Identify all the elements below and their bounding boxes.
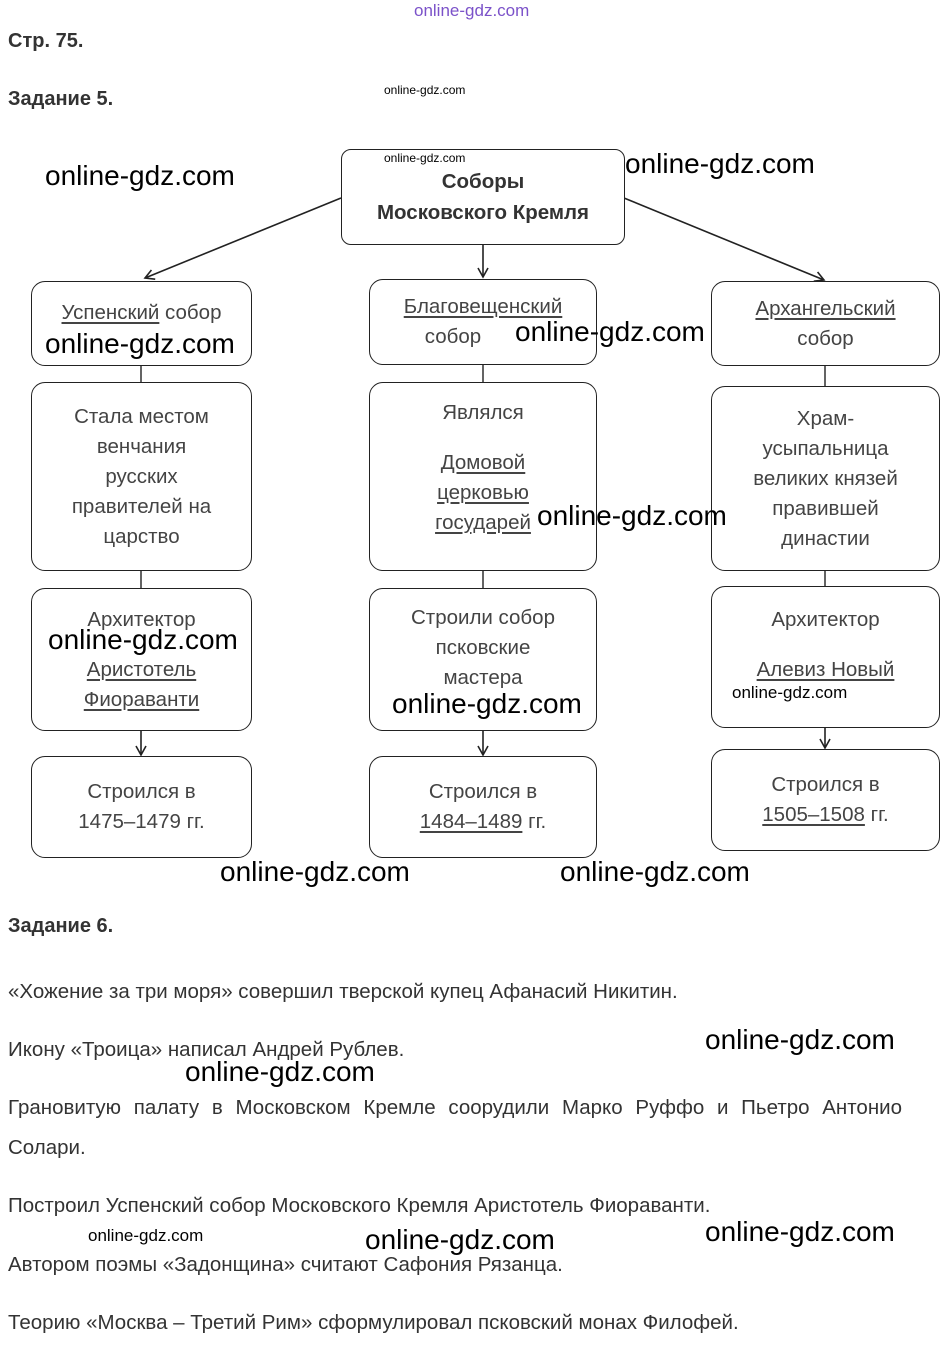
- watermark: online-gdz.com: [392, 688, 582, 719]
- watermark: online-gdz.com: [537, 500, 727, 531]
- watermark: online-gdz.com: [560, 856, 750, 887]
- task6-title: Задание 6.: [8, 915, 114, 937]
- page-label: Стр. 75.: [8, 30, 84, 52]
- arkhangelsky-fact-line: усыпальница: [762, 436, 889, 460]
- watermark: online-gdz.com: [88, 1226, 204, 1245]
- blagoveshchensky-builders-line: Строили собор: [411, 606, 555, 629]
- uspensky-fact-line: русских: [105, 464, 178, 488]
- uspensky-fact-line: царство: [103, 524, 180, 548]
- uspensky-built-prefix: Строился в: [87, 780, 196, 803]
- arkhangelsky-built-box: Строился в 1505–1508 гг.: [711, 749, 940, 851]
- uspensky-fact-line: венчания: [96, 434, 187, 458]
- watermark: online-gdz.com: [705, 1024, 895, 1055]
- task6-line: «Хожение за три моря» совершил тверской …: [8, 980, 678, 1003]
- arkhangelsky-built-prefix: Строился в: [771, 773, 880, 796]
- arkhangelsky-fact-line: правившей: [772, 496, 879, 520]
- blagoveshchensky-fact-line: государей: [435, 511, 531, 534]
- task6-line: Теорию «Москва – Третий Рим» сформулиров…: [8, 1311, 739, 1334]
- blagoveshchensky-fact-box: Являлся Домовой церковью государей: [369, 382, 597, 571]
- task6-line: Построил Успенский собор Московского Кре…: [8, 1194, 711, 1217]
- uspensky-architect-name: Аристотель: [86, 657, 197, 681]
- blagoveshchensky-name: Благовещенский: [403, 295, 563, 318]
- blagoveshchensky-built-years: 1484–1489: [419, 810, 523, 833]
- blagoveshchensky-fact-line: Домовой: [440, 451, 526, 474]
- uspensky-built-box: Строился в 1475–1479 гг.: [31, 756, 252, 858]
- root-box-kremlin-cathedrals: Соборы Московского Кремля: [341, 149, 625, 245]
- blagoveshchensky-builders-line: мастера: [443, 666, 523, 689]
- task6-line: Автором поэмы «Задонщина» считают Сафони…: [8, 1253, 563, 1276]
- uspensky-fact-line: правителей на: [71, 494, 212, 518]
- watermark: online-gdz.com: [705, 1216, 895, 1247]
- blagoveshchensky-built-box: Строился в 1484–1489 гг.: [369, 756, 597, 858]
- blagoveshchensky-built-prefix: Строился в: [428, 780, 538, 803]
- arkhangelsky-built-suffix: гг.: [864, 803, 889, 826]
- watermark: online-gdz.com: [384, 83, 466, 97]
- arkhangelsky-architect-label: Архитектор: [771, 608, 880, 631]
- blagoveshchensky-built-suffix: гг.: [522, 810, 547, 833]
- arkhangelsky-name: Архангельский: [755, 296, 896, 320]
- top-watermark: online-gdz.com: [414, 1, 530, 20]
- arkhangelsky-name-suffix: собор: [797, 326, 854, 350]
- arkhangelsky-fact-box: Храм- усыпальница великих князей правивш…: [711, 386, 940, 571]
- diagram-connectors: [135, 197, 831, 757]
- arkhangelsky-built-years: 1505–1508: [762, 803, 865, 826]
- watermark: online-gdz.com: [365, 1224, 555, 1255]
- task5-title: Задание 5.: [8, 88, 114, 110]
- arkhangelsky-architect-name: Алевиз Новый: [756, 658, 895, 681]
- blagoveshchensky-builders-box: Строили собор псковские мастера: [369, 588, 597, 731]
- uspensky-name-suffix: собор: [159, 301, 222, 324]
- task6-line: Грановитую палату в Московском Кремле со…: [8, 1096, 902, 1159]
- uspensky-fact-box: Стала местом венчания русских правителей…: [31, 382, 252, 571]
- watermark: online-gdz.com: [45, 328, 235, 359]
- arkhangelsky-name-box: Архангельский собор: [711, 281, 940, 366]
- uspensky-name: Успенский: [61, 301, 160, 324]
- arkhangelsky-fact-line: династии: [781, 526, 870, 550]
- root-title-line2: Московского Кремля: [376, 201, 590, 224]
- watermark: online-gdz.com: [45, 160, 235, 191]
- watermark: online-gdz.com: [732, 683, 848, 702]
- watermark: online-gdz.com: [48, 624, 238, 655]
- uspensky-architect-box: Архитектор Аристотель Фиораванти: [31, 588, 252, 731]
- arkhangelsky-fact-line: великих князей: [753, 466, 898, 490]
- watermark: online-gdz.com: [625, 148, 815, 179]
- uspensky-built-years: 1475–1479 гг.: [78, 810, 205, 833]
- watermark: online-gdz.com: [384, 151, 466, 165]
- watermark: online-gdz.com: [185, 1056, 375, 1087]
- uspensky-architect-label: Архитектор: [87, 607, 196, 631]
- blagoveshchensky-name-box: Благовещенский собор: [369, 279, 597, 365]
- uspensky-name-box: Успенский собор: [31, 281, 252, 366]
- task6-line: Икону «Троица» написал Андрей Рублев.: [8, 1038, 405, 1061]
- arkhangelsky-architect-box: Архитектор Алевиз Новый: [711, 586, 940, 728]
- blagoveshchensky-fact-line: церковью: [437, 481, 529, 504]
- blagoveshchensky-builders-line: псковские: [435, 636, 531, 659]
- uspensky-architect-name: Фиораванти: [83, 687, 200, 711]
- root-title-line1: Соборы: [441, 170, 525, 193]
- watermark: online-gdz.com: [220, 856, 410, 887]
- uspensky-fact-line: Стала местом: [74, 404, 209, 428]
- arkhangelsky-fact-line: Храм-: [796, 406, 855, 430]
- watermark: online-gdz.com: [515, 316, 705, 347]
- blagoveshchensky-fact-intro: Являлся: [442, 401, 524, 424]
- blagoveshchensky-name-suffix: собор: [424, 325, 482, 348]
